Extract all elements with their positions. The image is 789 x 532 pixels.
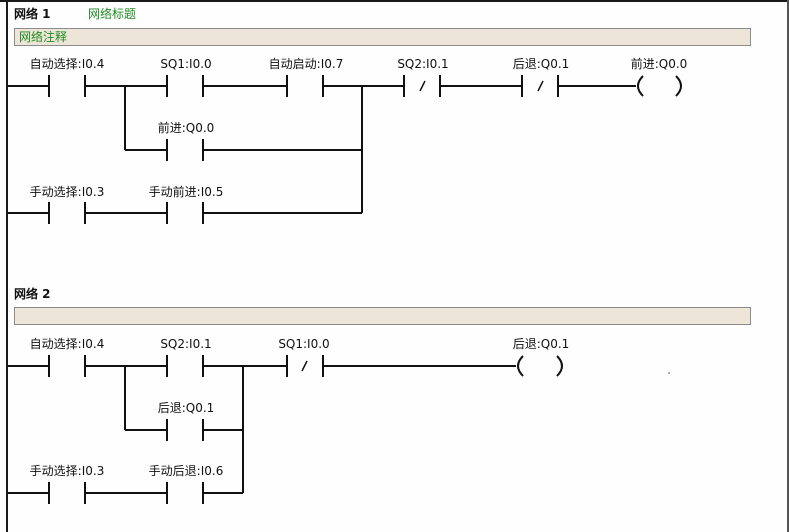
- contact-auto-select-2[interactable]: [48, 355, 86, 377]
- contact-manual-forward[interactable]: [166, 202, 204, 224]
- network-2-wires: [8, 365, 516, 494]
- contact-label-sq1-nc: SQ1:I0.0: [278, 337, 330, 351]
- coil-forward[interactable]: [637, 75, 682, 97]
- coil-label-backward: 后退:Q0.1: [512, 337, 570, 351]
- editor-top-border: [0, 0, 789, 2]
- contact-label-forward-hold: 前进:Q0.0: [157, 121, 215, 135]
- contact-label-auto-start: 自动启动:I0.7: [268, 57, 344, 71]
- contact-auto-select-1[interactable]: [48, 75, 86, 97]
- contact-label-manual-backward: 手动后退:I0.6: [148, 464, 224, 478]
- network-1-comment-bar[interactable]: 网络注释: [14, 28, 751, 46]
- network-1-wires: [8, 85, 636, 214]
- contact-sq2-nc[interactable]: [403, 75, 441, 97]
- contact-manual-select-2[interactable]: [48, 482, 86, 504]
- editor-right-border: [787, 0, 789, 532]
- network-2-header[interactable]: 网络 2: [14, 287, 51, 301]
- contact-label-backward-hold: 后退:Q0.1: [157, 401, 215, 415]
- coil-backward[interactable]: [517, 355, 563, 377]
- cursor-dot: [668, 372, 670, 374]
- contact-manual-backward[interactable]: [166, 482, 204, 504]
- contact-sq1-1[interactable]: [166, 75, 204, 97]
- contact-label-sq2-nc: SQ2:I0.1: [397, 57, 449, 71]
- coil-label-forward: 前进:Q0.0: [630, 57, 688, 71]
- network-1-comment: 网络注释: [19, 30, 68, 44]
- power-rail-left: [6, 0, 8, 532]
- contact-sq1-nc[interactable]: [286, 355, 324, 377]
- contact-label-backward-nc: 后退:Q0.1: [512, 57, 570, 71]
- contact-backward-hold[interactable]: [166, 419, 204, 441]
- contact-label-sq1-1: SQ1:I0.0: [160, 57, 212, 71]
- network-1-header[interactable]: 网络 1: [14, 7, 51, 21]
- network-2-comment-bar[interactable]: [14, 307, 751, 325]
- contact-label-manual-forward: 手动前进:I0.5: [148, 185, 224, 199]
- contact-forward-hold[interactable]: [166, 139, 204, 161]
- network-1-title[interactable]: 网络标题: [88, 7, 137, 21]
- contact-label-auto-select-2: 自动选择:I0.4: [29, 337, 105, 351]
- contact-manual-select-1[interactable]: [48, 202, 86, 224]
- contact-sq2[interactable]: [166, 355, 204, 377]
- contact-label-auto-select-1: 自动选择:I0.4: [29, 57, 105, 71]
- contact-label-manual-select-2: 手动选择:I0.3: [29, 464, 105, 478]
- contact-auto-start[interactable]: [286, 75, 324, 97]
- contact-label-manual-select-1: 手动选择:I0.3: [29, 185, 105, 199]
- contact-backward-nc[interactable]: [521, 75, 559, 97]
- contact-label-sq2: SQ2:I0.1: [160, 337, 212, 351]
